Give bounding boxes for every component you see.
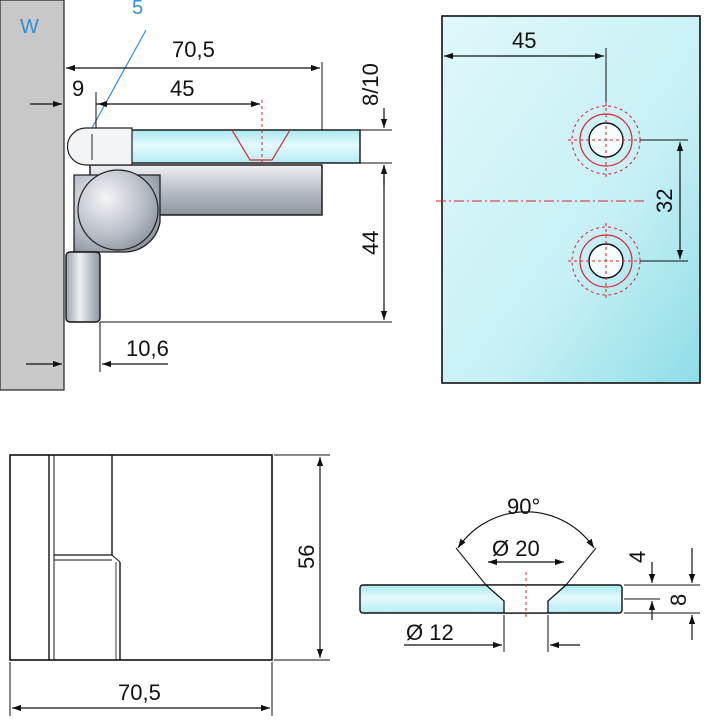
dim-wall-gap: 10,6 [126,336,169,361]
dim-hole-distance-glass: 45 [512,28,536,53]
wall [0,0,65,391]
dim-hole-distance-side: 45 [170,76,194,101]
dim-glass-thickness: 8/10 [358,63,383,106]
dim-offset: 9 [72,76,84,101]
seal-profile [66,127,133,166]
barrel-round [77,169,159,251]
wall-label: W [20,16,39,38]
dim-hole-diameter: Ø 12 [406,620,454,645]
dim-angle: 90° [507,494,540,519]
dim-section-thickness: 8 [666,594,691,606]
angle-line-left [455,547,487,586]
countersink-side [231,129,291,161]
front-edge-6 [111,554,121,563]
countersink-view: 90° Ø 20 Ø 12 4 8 [359,494,700,652]
dim-height: 44 [358,231,383,255]
angle-line-right [565,547,597,586]
dim-countersink-depth: 4 [625,551,650,563]
dim-head-diameter: Ø 20 [492,536,540,561]
angle-arc [457,511,595,549]
glass-pane [441,15,701,384]
side-view: W 5 70,5 9 45 [0,0,392,391]
mounting-post [65,251,101,323]
front-view: 56 70,5 [9,454,330,716]
dim-hole-spacing: 32 [652,189,677,213]
glass-view: 45 32 [436,15,701,384]
dim-front-height: 56 [294,545,319,569]
dim-front-width: 70,5 [118,680,161,705]
seal-leader [91,29,147,129]
seal-label: 5 [132,0,143,19]
dim-overall-width: 70,5 [172,37,215,62]
